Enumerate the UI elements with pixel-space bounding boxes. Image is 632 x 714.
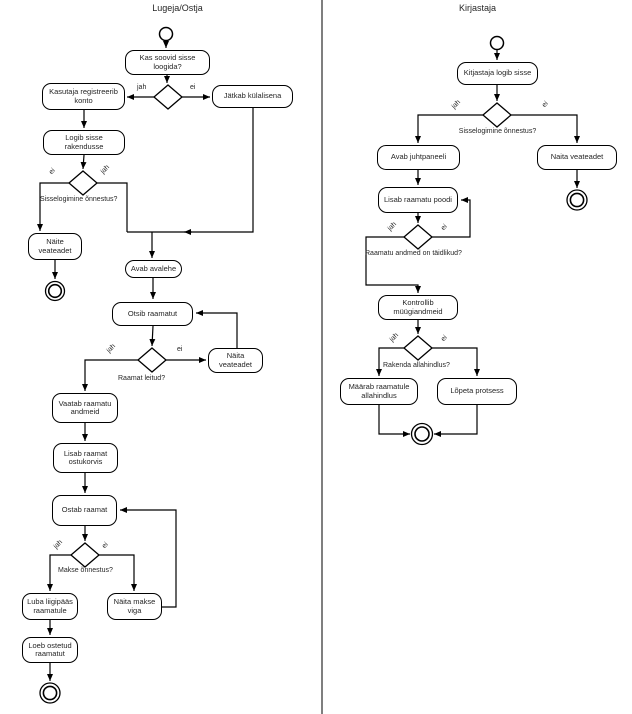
task-show-error-login-right: Naita veateadet — [537, 145, 617, 170]
task-want-login-question: Kas soovid sisse loogida? — [125, 50, 210, 75]
edge-gw7-jah-discount — [376, 347, 404, 376]
edge-gw2-jah-merge — [97, 182, 128, 232]
gateway-login-success-left — [68, 170, 98, 196]
task-set-discount: Määrab raamatule allahindlus — [340, 378, 418, 405]
question-book-found: Raamat leitud? — [118, 375, 166, 382]
task-login-app: Logib sisse rakendusse — [43, 130, 125, 155]
gateway-want-login — [153, 84, 183, 110]
gateway-book-data-complete — [403, 224, 433, 250]
edge-gw5-jah-dashboard — [415, 114, 483, 143]
question-login-success-left: Sisselogimine õnnestus? — [40, 196, 118, 203]
gateway-book-found — [137, 347, 167, 373]
task-view-book-data: Vaatab raamatu andmeid — [52, 393, 118, 423]
edge-search-gw3 — [149, 325, 156, 347]
edge-gw4-jah-access — [47, 554, 71, 591]
edge-gw5-ei-error — [511, 114, 580, 143]
task-search-book: Otsib raamatut — [112, 302, 193, 326]
edge-endprocess-end4 — [434, 405, 478, 437]
task-register-account: Kasutaja registreerib konto — [42, 83, 125, 110]
label-gw1-ei: ei — [190, 84, 196, 91]
edge-gw4-ei-payerror — [99, 554, 137, 591]
edge-gw7-ei-endprocess — [432, 347, 480, 376]
task-buy-book: Ostab raamat — [52, 495, 117, 526]
end-event-login-error-right-inner — [569, 192, 585, 208]
edge-discount-end4 — [378, 405, 410, 437]
task-end-process: Lõpeta protsess — [437, 378, 517, 405]
edge-login-gw2 — [80, 154, 87, 170]
question-book-data-complete: Raamatu andmed on täidlikud? — [365, 250, 462, 257]
end-event-publisher-inner — [414, 426, 430, 442]
task-show-error-search: Näita veateadet — [208, 348, 263, 373]
gateway-payment-success — [70, 542, 100, 568]
question-apply-discount: Rakenda allahindlus? — [383, 362, 450, 369]
question-payment-success: Makse õnnestus? — [58, 567, 113, 574]
edge-payerror-buy-loop — [120, 507, 177, 608]
edge-error2-search — [196, 310, 238, 348]
question-login-success-right: Sisselogimine õnnestus? — [458, 128, 537, 135]
label-gw3-ei: ei — [177, 346, 183, 353]
gateway-login-success-right — [482, 102, 512, 128]
task-show-error-login-left: Näite veateadet — [28, 233, 82, 260]
task-show-payment-error: Näita makse viga — [107, 593, 162, 620]
lane-title-left: Lugeja/Ostja — [152, 3, 203, 13]
edge-gw2-ei-error — [37, 182, 69, 231]
lane-title-right: Kirjastaja — [458, 3, 496, 13]
task-open-homepage: Avab avalehe — [125, 260, 182, 278]
end-event-read-inner — [42, 685, 58, 701]
task-allow-access: Luba liigipääs raamatule — [22, 593, 78, 620]
start-event-left — [158, 26, 174, 42]
edge-guest-merge — [127, 108, 254, 233]
task-check-sales-data: Kontrollib müügiandmeid — [378, 295, 458, 320]
task-open-dashboard: Avab juhtpaneeli — [377, 145, 460, 170]
start-event-right — [489, 35, 505, 51]
task-publisher-login: Kitjastaja logib sisse — [457, 62, 538, 85]
edge-gw6-ei-addbook-loop — [432, 197, 471, 238]
task-continue-as-guest: Jätkab külalisena — [212, 85, 293, 108]
end-event-login-error-left-inner — [47, 283, 63, 299]
gateway-apply-discount — [403, 335, 433, 361]
label-gw1-jah: jah — [137, 84, 147, 91]
task-add-to-cart: Lisab raamat ostukorvis — [53, 443, 118, 473]
edge-gw3-jah-view — [82, 359, 138, 391]
task-add-book-to-store: Lisab raamatu poodi — [378, 187, 458, 213]
task-read-book: Loeb ostetud raamatut — [22, 637, 78, 663]
edge-gw6-jah-sales — [365, 236, 421, 293]
